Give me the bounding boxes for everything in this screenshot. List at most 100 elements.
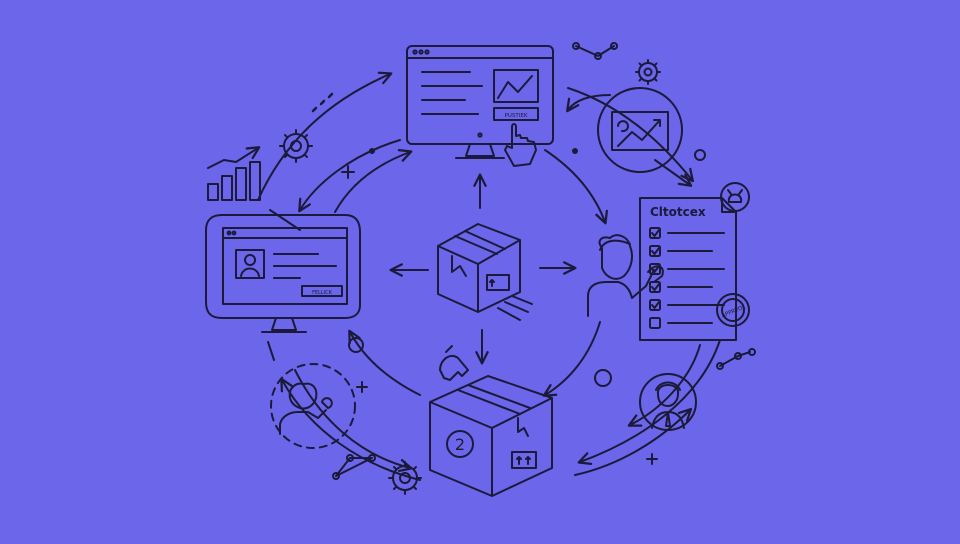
package-icon: [437, 223, 521, 313]
package-arrows-glyph: [489, 279, 495, 287]
package-tape: [457, 384, 531, 415]
text-lines: [273, 253, 337, 279]
pointer-hand-icon: [439, 345, 469, 381]
arrow-checklist-out: [627, 344, 701, 427]
chart-icon: [617, 119, 661, 147]
network-icon: [716, 348, 756, 370]
checklist-row: [649, 263, 725, 275]
package-label: [511, 451, 537, 469]
gear-icon: [635, 59, 661, 85]
support-bubble: [270, 363, 356, 449]
window-dot: [226, 230, 232, 236]
person-icon: [598, 234, 633, 280]
package-arrows-glyph: [516, 456, 531, 465]
arrow-left-lower: [269, 209, 301, 231]
node-dot: [694, 149, 706, 161]
arrow-top-to-person: [544, 149, 608, 225]
person-body: [279, 409, 327, 435]
stamp-inner-ring: [721, 298, 745, 322]
check-mark-icon: [651, 265, 660, 273]
connector-line: [267, 341, 275, 361]
plus-icon: [356, 381, 368, 393]
support-circle: [270, 363, 356, 449]
customer-bubble: [639, 373, 697, 431]
person-hair: [599, 239, 631, 251]
monitor-stand: [261, 317, 307, 333]
node-dot: [594, 369, 612, 387]
arrow-person-to-box: [542, 321, 601, 397]
stamp-badge: APPRVOL: [716, 293, 750, 327]
window-dot: [424, 49, 430, 55]
monitor-left-screen: [222, 227, 348, 305]
chart-panel: [611, 111, 669, 151]
plus-icon: [646, 453, 658, 465]
package-tape: [454, 230, 506, 255]
bar-chart-icon: [207, 146, 261, 201]
cycle-arrows: [257, 71, 721, 481]
network-icons: [332, 42, 756, 480]
checklist-row: [649, 227, 725, 239]
bar: [235, 167, 247, 201]
package-flap-tag: [517, 417, 529, 437]
plus-icon: [341, 165, 355, 179]
gear-icon: [388, 461, 422, 495]
checkbox: [649, 227, 661, 239]
monitor-power-dot: [477, 132, 483, 138]
network-icon: [572, 42, 618, 60]
checkbox: [649, 281, 661, 293]
checklist-title: Cltotcex: [650, 205, 706, 219]
arrow-box-to-left: [348, 329, 421, 396]
arrow-left-to-top-inner: [334, 149, 413, 213]
refresh-icon: [617, 120, 629, 133]
analytics-bubble: [597, 87, 683, 173]
window-dot: [418, 49, 424, 55]
stamp-icon: [716, 293, 750, 327]
checklist-items: [649, 227, 725, 329]
checklist-panel: Cltotcex APPRVOL: [639, 182, 750, 341]
package-badge: [446, 430, 474, 458]
decorations: [267, 92, 706, 465]
node-dot: [369, 148, 375, 154]
checkbox: [649, 263, 661, 275]
bug-body: [727, 189, 743, 203]
checkbox: [649, 299, 661, 311]
monitor-icon: [406, 45, 554, 145]
arrow-left-down-arc: [294, 369, 413, 473]
tool-icon: [321, 397, 333, 409]
package-flap-tag: [451, 255, 467, 277]
monitor-left-button[interactable]: [301, 285, 343, 297]
package-label: [486, 274, 510, 291]
gear-icon: [279, 129, 313, 163]
bottom-package: 2: [429, 345, 553, 497]
bar: [221, 175, 233, 201]
trend-line: [207, 146, 261, 169]
node-dot: [572, 148, 578, 154]
analytics-circle: [597, 87, 683, 173]
monitor-stand: [455, 143, 505, 159]
monitor-top-button-label: PUSTIEK: [505, 113, 528, 119]
monitor-top: PUSTIEK: [406, 45, 554, 167]
profile-card: [235, 249, 265, 279]
bar: [207, 183, 219, 201]
package-icon: [429, 375, 553, 497]
monitor-left-button-label: FELLICK: [312, 290, 333, 296]
check-mark-icon: [651, 301, 660, 309]
bar: [249, 161, 261, 201]
bug-icon: [720, 182, 750, 212]
person-body: [651, 411, 685, 429]
arrow-right-to-bottom-left: [577, 339, 721, 466]
checklist-row: [649, 281, 713, 293]
checklist-row: [649, 299, 725, 311]
radial-arrows: [389, 173, 577, 365]
monitor-top-button[interactable]: [493, 107, 539, 121]
arrow-return-right: [574, 407, 693, 476]
checklist-row: [649, 245, 713, 257]
worker-figure: [587, 234, 664, 317]
customer-circle: [639, 373, 697, 431]
pointer-hand-icon: [504, 123, 537, 167]
bug-badge: [720, 182, 750, 212]
monitor-left: FELLICK: [205, 214, 361, 333]
checkbox: [649, 245, 661, 257]
